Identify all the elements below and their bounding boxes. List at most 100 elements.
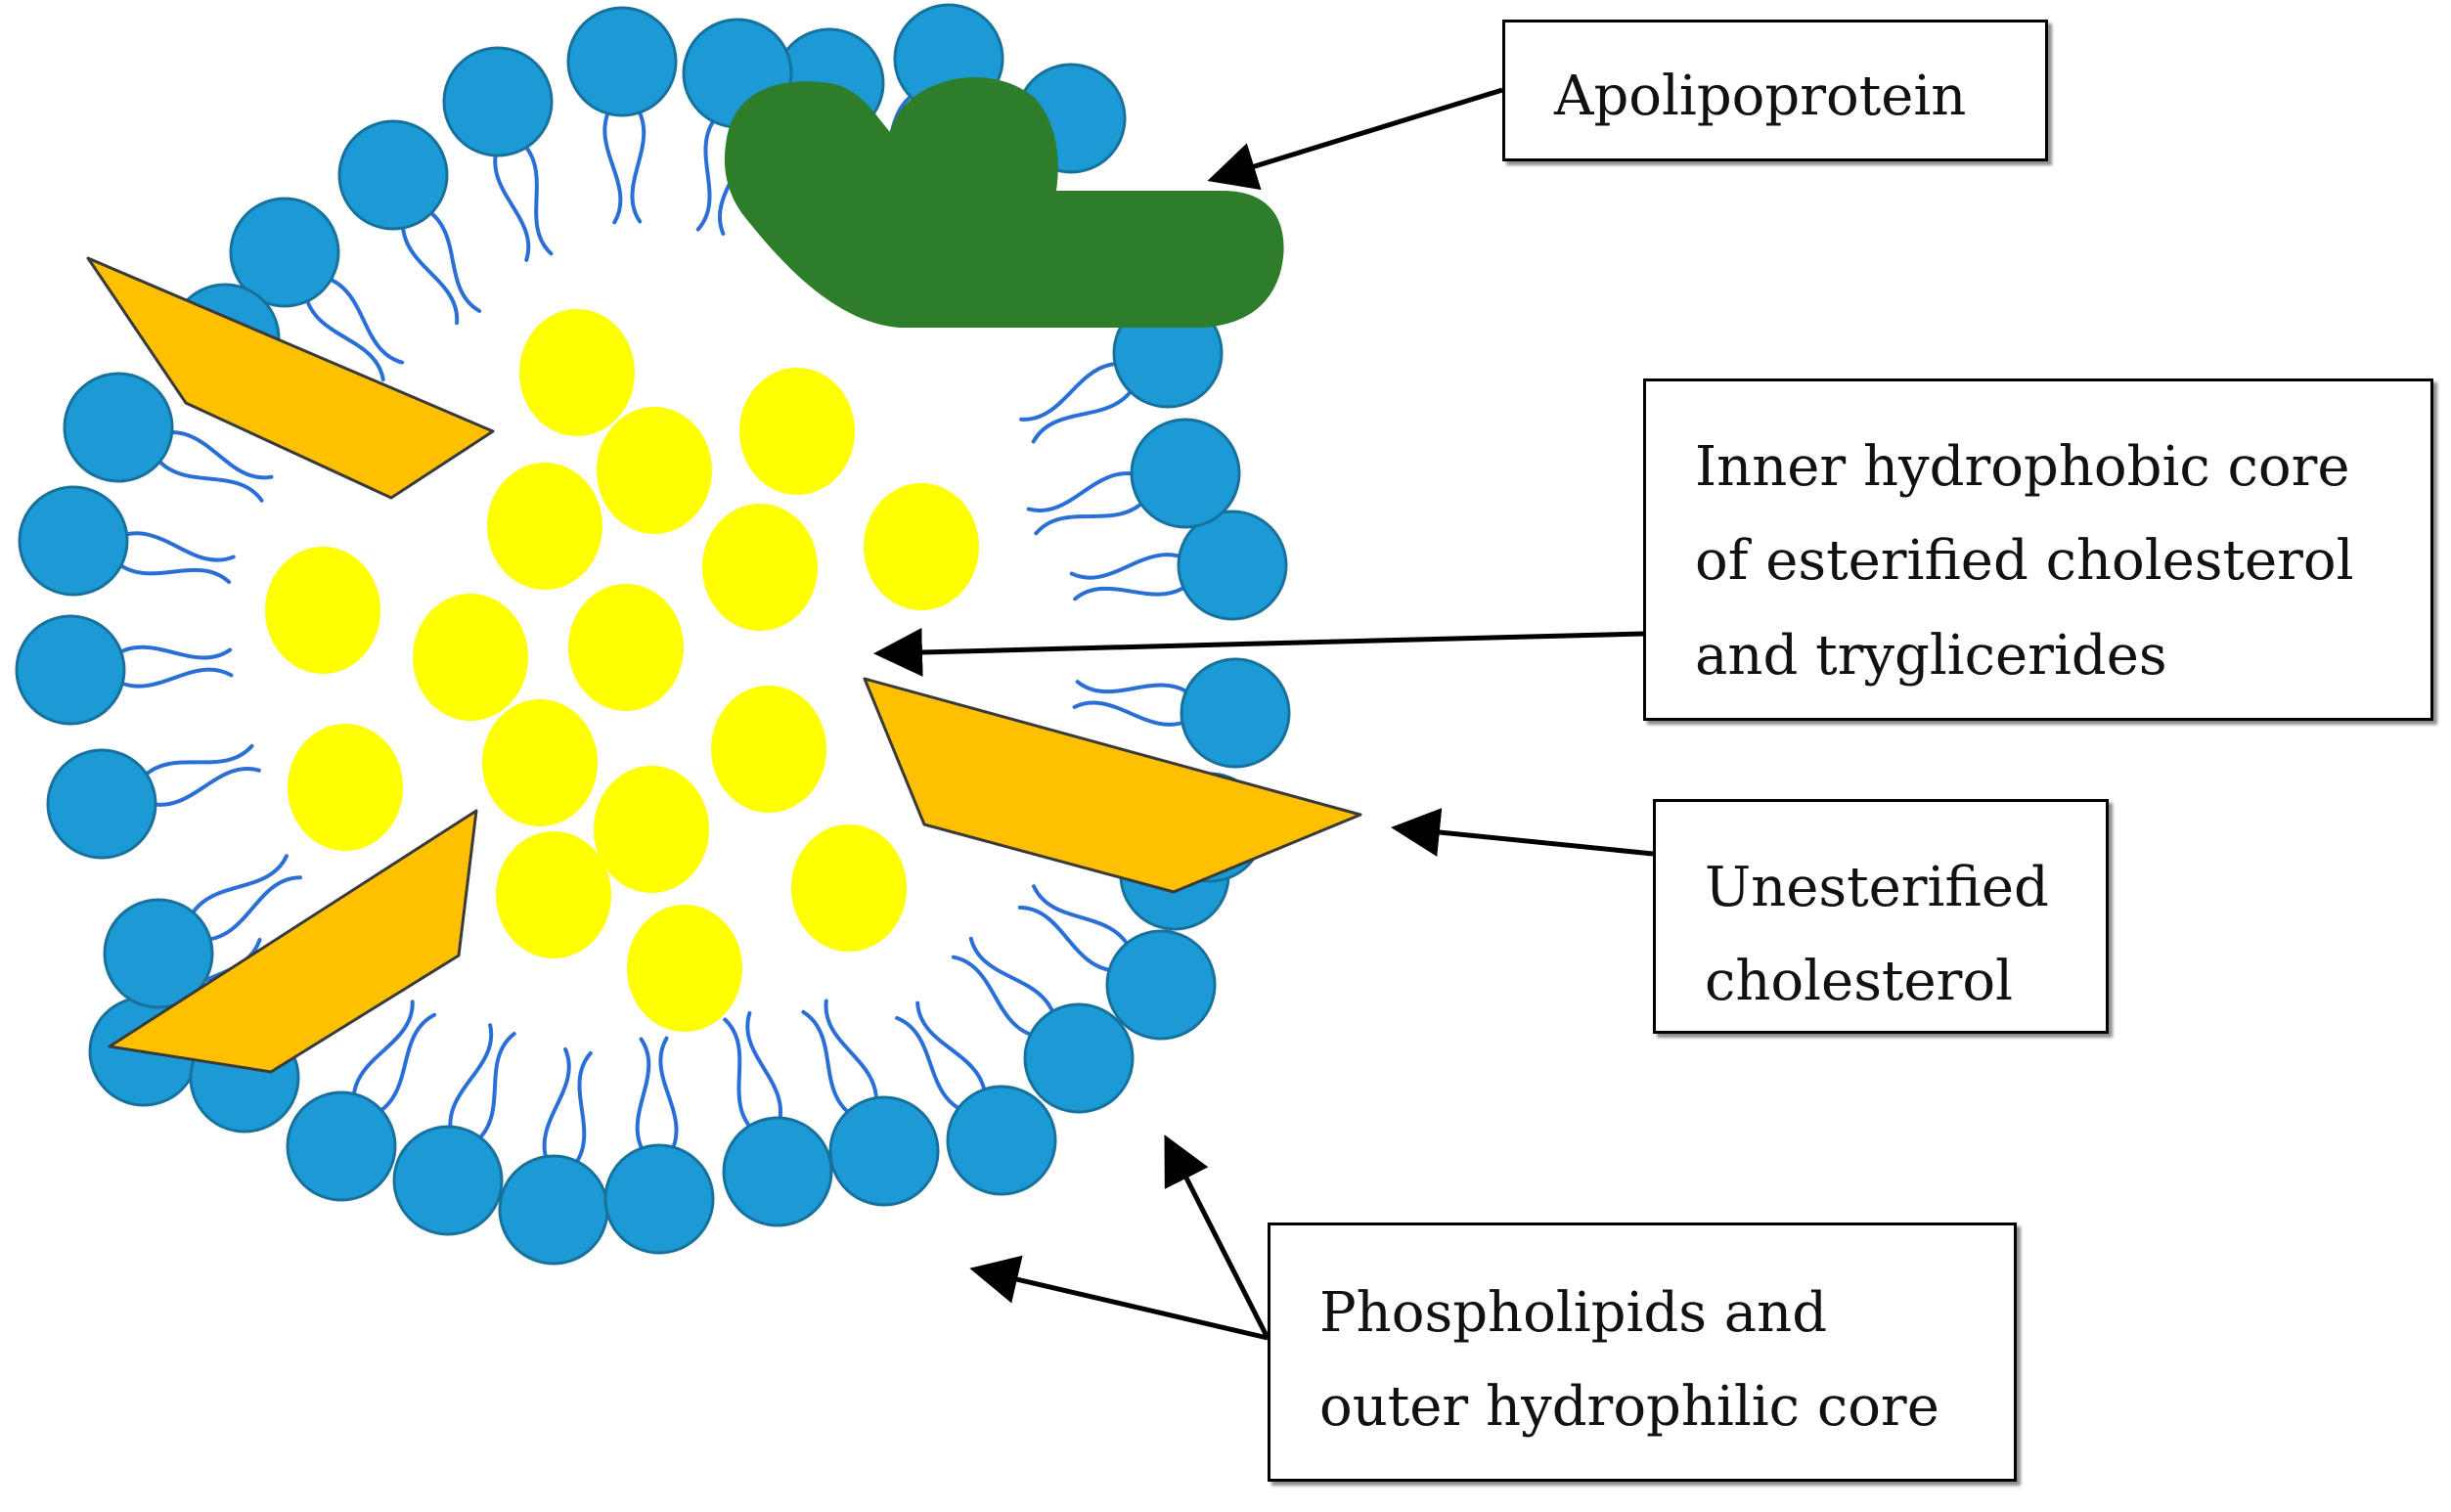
- phospholipid-head: [722, 1116, 833, 1227]
- phospholipid-tail: [373, 1012, 437, 1117]
- phospholipid-tail: [448, 1023, 494, 1136]
- phospholipid-head: [566, 6, 678, 117]
- core-lipid-icon: [597, 407, 712, 534]
- phospholipid-head: [46, 748, 157, 860]
- unesterified-label-line-1: Unesterified: [1705, 856, 2049, 919]
- apolipoprotein-arrow: [1207, 87, 1503, 191]
- phospholipid-tail: [658, 1036, 679, 1156]
- core-lipid-icon: [711, 686, 826, 813]
- phospholipid-head: [229, 197, 340, 308]
- phospholipid-tail: [542, 1046, 571, 1166]
- label-arrows: [873, 87, 1654, 1341]
- unesterified-arrow: [1391, 808, 1654, 857]
- core-lipid-icon: [702, 504, 818, 631]
- core-lipid-icon: [791, 824, 907, 952]
- phospholipid-tail: [1075, 680, 1194, 697]
- phospholipid-tail: [968, 936, 1057, 1020]
- phospholipid-head: [15, 614, 126, 726]
- phospholipid-tail: [1073, 581, 1192, 601]
- phospholipid-tail: [146, 767, 261, 807]
- phospholipid-tail: [1069, 553, 1188, 580]
- core-lipids: [265, 309, 979, 1032]
- cholesterol-icon: [86, 256, 495, 500]
- phospholipid-tail: [112, 558, 232, 585]
- core-lipid-icon: [265, 547, 380, 674]
- apolipoprotein-shape: [724, 76, 1284, 328]
- phospholipid-head: [1180, 657, 1291, 769]
- phospholipid-head: [828, 1095, 940, 1207]
- phospholipid-tail: [630, 104, 646, 224]
- phospholipid-tail: [519, 140, 554, 256]
- phospholipids-label-line-1: Phospholipids and: [1319, 1281, 1828, 1345]
- phospholipid-tail: [117, 531, 236, 562]
- core-label-line-3: and tryglicerides: [1695, 623, 2167, 688]
- core-arrow: [873, 627, 1644, 677]
- core-lipid-icon: [413, 594, 528, 721]
- phospholipid-tail: [1072, 700, 1191, 727]
- phospholipid-tail: [113, 667, 234, 689]
- phospholipid-tail: [139, 743, 254, 781]
- phospholipid-tail: [1019, 361, 1125, 422]
- phospholipid-tail: [1034, 497, 1148, 536]
- core-lipid-icon: [487, 463, 602, 590]
- phospholipid-tail: [915, 1001, 988, 1099]
- phospholipid-tail: [1017, 905, 1119, 973]
- phospholipid-tail: [162, 430, 274, 480]
- phospholipids-label-box: Phospholipids and outer hydrophilic core: [1268, 1223, 2017, 1482]
- phospholipid-head: [1177, 510, 1288, 621]
- core-lipid-icon: [739, 368, 855, 495]
- phospholipid-tail: [303, 291, 385, 382]
- phospholipid-arrow-left: [969, 1255, 1269, 1341]
- phospholipid-tail: [1026, 470, 1141, 512]
- phospholipid-tail: [1032, 884, 1133, 952]
- core-label-box: Inner hydrophobic core of esterified cho…: [1643, 378, 2433, 721]
- phospholipid-head: [946, 1085, 1057, 1196]
- phospholipid-tail: [801, 1009, 856, 1119]
- phospholipid-tail: [951, 955, 1040, 1039]
- phospholipid-tail: [112, 645, 233, 660]
- apolipoprotein-icon: [724, 76, 1284, 328]
- core-label-line-1: Inner hydrophobic core: [1695, 435, 2350, 499]
- phospholipid-head: [392, 1125, 504, 1236]
- phospholipid-head: [18, 485, 129, 597]
- phospholipid-tail: [472, 1032, 516, 1145]
- phospholipid-head: [337, 119, 449, 231]
- phospholipid-tail: [723, 1017, 756, 1134]
- core-lipid-icon: [482, 699, 598, 826]
- phospholipid-tail: [423, 206, 482, 313]
- phospholipid-tail: [322, 275, 404, 365]
- phospholipid-tail: [400, 218, 460, 326]
- phospholipid-tail: [602, 105, 623, 225]
- phospholipid-tail: [351, 1000, 415, 1103]
- phospholipid-tail: [635, 1037, 651, 1157]
- core-lipid-icon: [627, 905, 742, 1032]
- core-label-line-2: of esterified cholesterol: [1695, 529, 2354, 594]
- cholesterol-icon: [108, 809, 478, 1074]
- phospholipid-head: [286, 1090, 397, 1202]
- phospholipid-tail: [895, 1015, 967, 1114]
- unesterified-cholesterol-label-box: Unesterified cholesterol: [1653, 799, 2109, 1034]
- phospholipid-tail: [695, 113, 720, 232]
- core-lipid-icon: [519, 309, 635, 436]
- phospholipid-head: [1130, 418, 1241, 529]
- unesterified-cholesterol-molecules: [86, 256, 1362, 1074]
- phospholipid-tail: [153, 454, 264, 503]
- core-lipid-icon: [594, 766, 709, 893]
- phospholipid-head: [442, 46, 554, 157]
- phospholipid-head: [1105, 929, 1217, 1041]
- unesterified-label-line-2: cholesterol: [1705, 950, 2013, 1014]
- core-lipid-icon: [568, 584, 684, 711]
- phospholipid-head: [603, 1143, 715, 1255]
- phospholipid-tail: [745, 1010, 782, 1128]
- phospholipid-tail: [1031, 383, 1136, 444]
- apolipoprotein-label: Apolipoprotein: [1554, 65, 1967, 128]
- phospholipid-tail: [570, 1050, 593, 1170]
- phospholipid-head: [63, 372, 174, 483]
- phospholipid-tail: [187, 854, 289, 921]
- phospholipid-arrow-up: [1164, 1134, 1270, 1340]
- cholesterol-icon: [863, 677, 1362, 894]
- apolipoprotein-label-box: Apolipoprotein: [1502, 20, 2048, 161]
- phospholipid-head: [498, 1154, 609, 1266]
- core-lipid-icon: [496, 831, 611, 958]
